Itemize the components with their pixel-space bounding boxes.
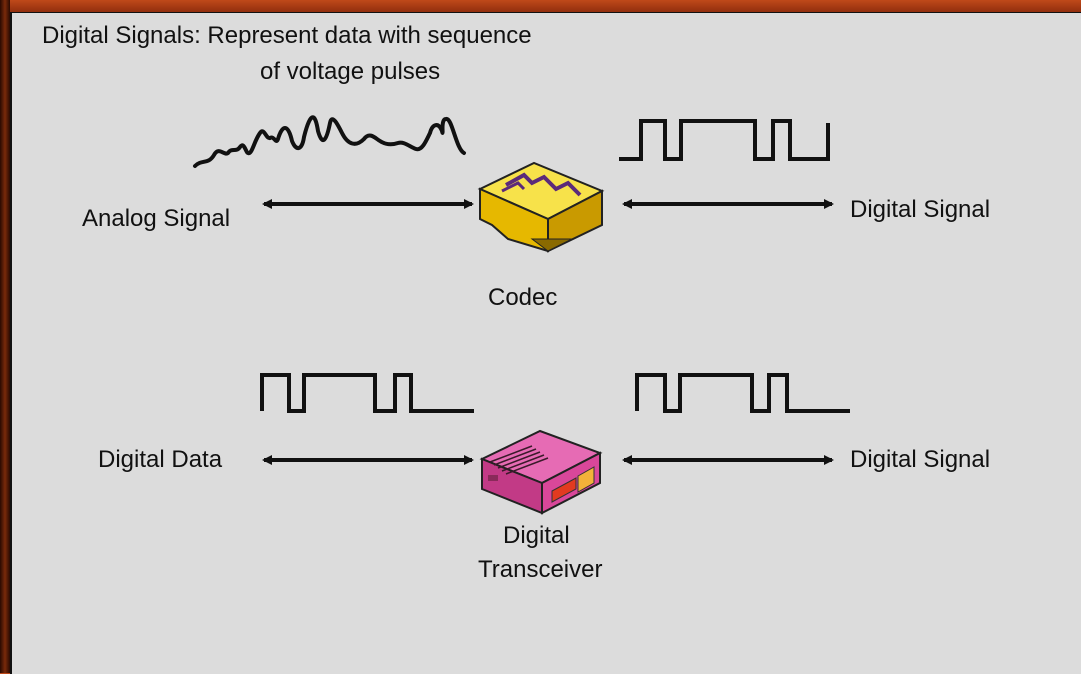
- digital-signal-label-top: Digital Signal: [850, 196, 991, 223]
- diagram-canvas: [193, 115, 850, 515]
- title-line-1: Digital Signals: Represent data with seq…: [42, 22, 532, 49]
- digital-pulse-bottom-left: [260, 373, 474, 413]
- transceiver-device-icon: [479, 429, 603, 515]
- title-line-2: of voltage pulses: [260, 58, 441, 85]
- analog-signal-label: Analog Signal: [82, 205, 231, 232]
- slide-frame-left: [0, 0, 10, 673]
- digital-data-label: Digital Data: [98, 446, 223, 473]
- codec-label: Codec: [488, 284, 558, 311]
- codec-device-icon: [477, 161, 605, 253]
- transceiver-label-line-2: Transceiver: [478, 556, 603, 583]
- analog-wave: [193, 115, 466, 168]
- digital-pulse-bottom-right: [635, 373, 850, 413]
- slide-panel: Digital Signals: Represent data with seq…: [10, 12, 1081, 674]
- transceiver-label-line-1: Digital: [503, 522, 570, 549]
- digital-pulse-top-right: [619, 119, 830, 161]
- digital-signal-label-bottom: Digital Signal: [850, 446, 991, 473]
